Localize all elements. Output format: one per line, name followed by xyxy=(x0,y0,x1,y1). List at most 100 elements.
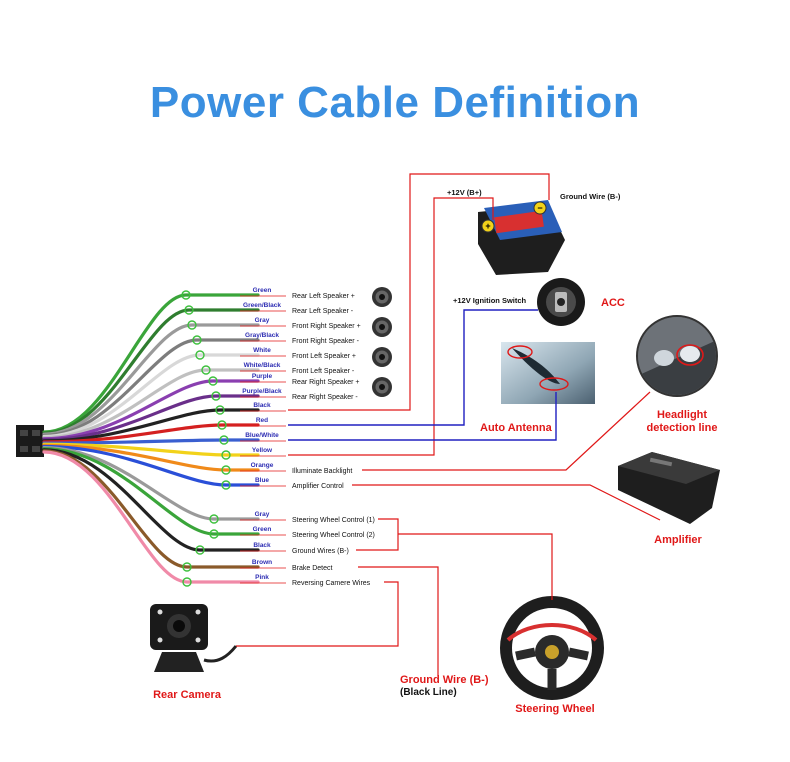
harness-connector xyxy=(16,425,44,457)
wire-function-label: Front Left Speaker - xyxy=(292,368,355,375)
ground-note-line2: (Black Line) xyxy=(400,687,457,698)
steering-label: Steering Wheel xyxy=(515,703,594,715)
wire-color-label: Black xyxy=(253,542,271,549)
wire-function-label: Steering Wheel Control (2) xyxy=(292,532,375,539)
wire-3 xyxy=(42,338,260,437)
line-amplifier xyxy=(352,484,661,521)
headlight-label-line2: detection line xyxy=(647,422,718,434)
line-camera xyxy=(236,581,399,647)
wire-ring-13 xyxy=(221,480,231,490)
wire-ring-8 xyxy=(215,405,225,415)
battery-plus-label: +12V (B+) xyxy=(447,188,482,197)
wire-color-label: Red xyxy=(256,417,268,424)
antenna-image xyxy=(501,342,595,404)
antenna-label: Auto Antenna xyxy=(480,422,553,434)
wire-bundle xyxy=(42,290,260,587)
speaker-icon-rear-right xyxy=(372,377,392,397)
svg-text:−: − xyxy=(537,203,542,213)
wire-ring-10 xyxy=(219,435,229,445)
wire-ring-0 xyxy=(181,290,191,300)
wire-8 xyxy=(42,408,260,443)
wire-function-label: Front Right Speaker - xyxy=(292,338,360,345)
wire-color-label: Blue/White xyxy=(245,432,279,439)
wire-4 xyxy=(42,353,260,439)
wire-color-label: Purple xyxy=(252,373,273,380)
rear-camera-label: Rear Camera xyxy=(153,689,222,701)
wire-6 xyxy=(42,379,260,441)
amplifier-label: Amplifier xyxy=(654,534,702,546)
wire-color-label: Gray xyxy=(255,511,270,518)
wire-2 xyxy=(42,323,260,436)
wire-color-label: Pink xyxy=(255,574,269,581)
amplifier-icon xyxy=(618,452,720,524)
line-antenna xyxy=(288,392,557,441)
wire-function-label: Steering Wheel Control (1) xyxy=(292,517,375,524)
wire-11 xyxy=(42,442,260,457)
ground-note-line1: Ground Wire (B-) xyxy=(400,674,489,686)
wire-color-label: Green xyxy=(253,287,272,294)
wire-ring-5 xyxy=(201,365,211,375)
wire-ring-7 xyxy=(211,391,221,401)
wire-12 xyxy=(42,443,260,472)
wire-ring-4 xyxy=(195,350,205,360)
wire-function-label: Amplifier Control xyxy=(292,483,344,490)
wire-function-label: Reversing Camere Wires xyxy=(292,580,371,587)
wire-color-label: Green/Black xyxy=(243,302,281,309)
headlight-image xyxy=(636,315,718,397)
page-title: Power Cable Definition xyxy=(149,78,641,127)
wire-ring-14 xyxy=(209,514,219,524)
wire-function-label: Front Left Speaker + xyxy=(292,353,356,360)
acc-label: ACC xyxy=(601,297,625,309)
wire-color-label: Black xyxy=(253,402,271,409)
wire-function-label: Ground Wires (B-) xyxy=(292,548,349,555)
wire-color-label: White/Black xyxy=(244,362,281,369)
wire-color-label: Blue xyxy=(255,477,269,484)
connection-lines xyxy=(236,173,661,676)
wire-15 xyxy=(42,447,260,536)
wire-16 xyxy=(42,448,260,552)
wire-function-label: Rear Left Speaker - xyxy=(292,308,354,315)
battery-icon: + − xyxy=(478,200,565,275)
wire-color-label: Gray/Black xyxy=(245,332,279,339)
wire-10 xyxy=(42,438,260,445)
wire-function-label: Illuminate Backlight xyxy=(292,468,352,475)
wire-ring-9 xyxy=(217,420,227,430)
line-steering xyxy=(398,533,553,600)
wire-ring-6 xyxy=(208,376,218,386)
speaker-icon-front-right xyxy=(372,317,392,337)
wire-13 xyxy=(42,444,260,487)
line-headlight xyxy=(362,391,651,471)
wire-color-label: Green xyxy=(253,526,272,533)
wire-ring-17 xyxy=(182,562,192,572)
wire-function-label: Rear Right Speaker + xyxy=(292,379,360,386)
wire-0 xyxy=(42,293,260,434)
speaker-icons xyxy=(372,287,392,397)
line-ignition xyxy=(288,309,538,426)
wire-ring-16 xyxy=(195,545,205,555)
wire-function-label: Rear Left Speaker + xyxy=(292,293,355,300)
wire-ring-12 xyxy=(221,465,231,475)
wire-function-label: Brake Detect xyxy=(292,565,333,572)
svg-text:+: + xyxy=(485,221,490,231)
wire-color-label: Yellow xyxy=(252,447,273,454)
wire-ring-1 xyxy=(184,305,194,315)
wire-ring-2 xyxy=(187,320,197,330)
wire-function-label: Front Right Speaker + xyxy=(292,323,361,330)
wire-1 xyxy=(42,308,260,435)
wire-18 xyxy=(42,450,260,584)
wire-ring-15 xyxy=(209,529,219,539)
ignition-label: +12V Ignition Switch xyxy=(453,296,527,305)
wire-function-label: Rear Right Speaker - xyxy=(292,394,358,401)
wire-14 xyxy=(42,445,260,521)
wire-color-label: Orange xyxy=(251,462,274,469)
steering-wheel-icon xyxy=(500,596,604,700)
headlight-label-line1: Headlight xyxy=(657,409,707,421)
wire-color-label: Brown xyxy=(252,559,272,566)
ignition-switch-icon xyxy=(537,278,585,326)
wire-5 xyxy=(42,368,260,440)
wire-color-label: White xyxy=(253,347,271,354)
line-battery-ground xyxy=(288,173,550,411)
speaker-icon-front-left xyxy=(372,347,392,367)
